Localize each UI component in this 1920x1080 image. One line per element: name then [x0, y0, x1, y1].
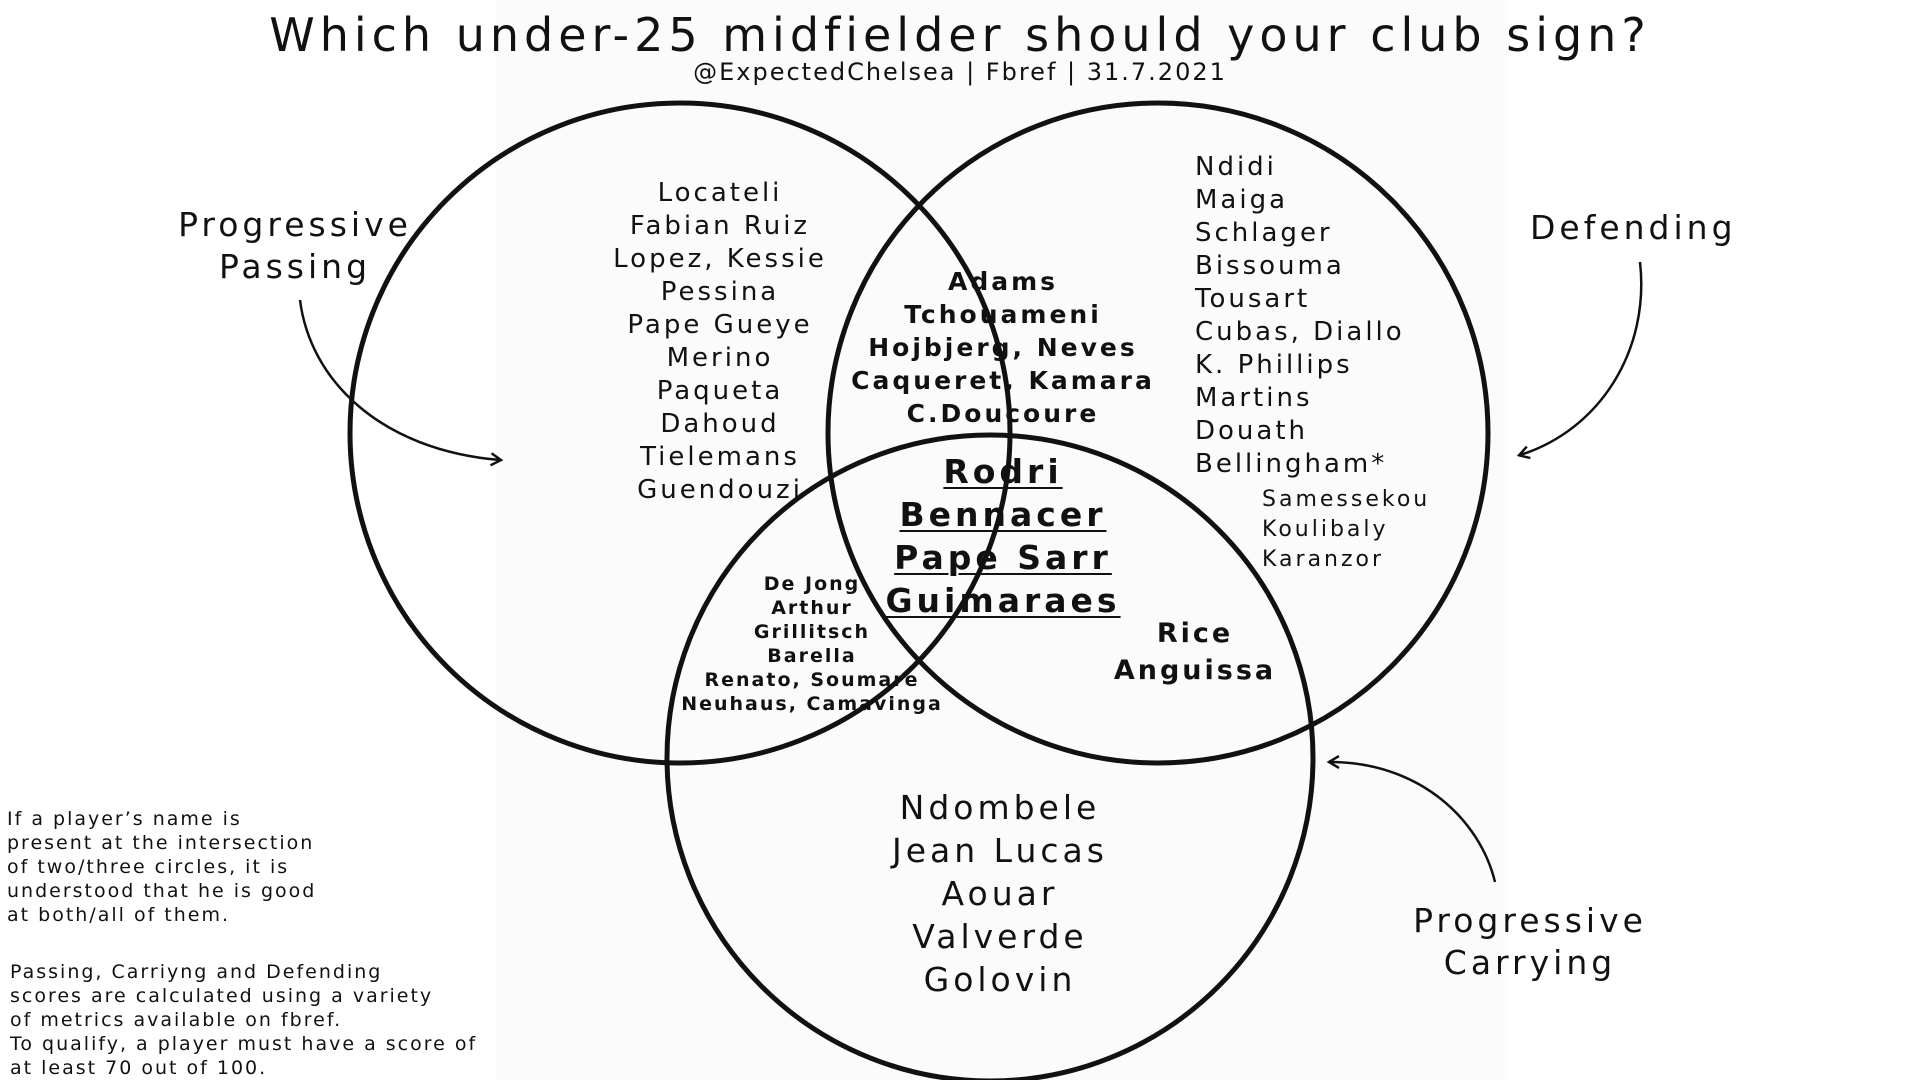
player-name: Tousart	[1195, 284, 1311, 314]
player-name: Samessekou	[1262, 487, 1431, 512]
player-name: Anguissa	[1113, 655, 1277, 686]
player-name: Renato, Soumare	[704, 669, 920, 691]
defending-arrow	[1520, 261, 1643, 455]
player-name: Ndombele	[899, 788, 1101, 827]
note-line: If a player’s name is	[7, 808, 242, 830]
passing-label-line: Passing	[218, 247, 372, 286]
note-line: understood that he is good	[7, 880, 317, 902]
player-name: Rice	[1156, 618, 1234, 649]
player-name: Dahoud	[660, 409, 780, 439]
player-name: C.Doucoure	[906, 399, 1100, 428]
page-subtitle: @ExpectedChelsea | Fbref | 31.7.2021	[693, 58, 1227, 86]
player-name: Koulibaly	[1262, 517, 1389, 542]
all-three-set: Rodri Bennacer Pape Sarr Guimaraes	[868, 450, 1138, 622]
player-name: Neuhaus, Camavinga	[681, 693, 943, 715]
passing-label: Progressive Passing	[170, 204, 420, 288]
player-name: Ndidi	[1195, 152, 1277, 182]
note-line: at least 70 out of 100.	[10, 1057, 268, 1079]
player-name: Merino	[666, 343, 774, 373]
player-name: Rodri	[943, 452, 1063, 491]
player-name: Fabian Ruiz	[629, 211, 811, 241]
player-name: Cubas, Diallo	[1195, 317, 1405, 347]
note-line: of metrics available on fbref.	[10, 1009, 343, 1031]
defending-carrying-set: Rice Anguissa	[1100, 615, 1290, 689]
carrying-label: Progressive Carrying	[1400, 900, 1660, 984]
player-name: Aouar	[941, 874, 1059, 913]
passing-label-line: Progressive	[178, 205, 412, 244]
player-name: Barella	[767, 645, 857, 667]
note-line: at both/all of them.	[7, 904, 231, 926]
player-name: Schlager	[1195, 218, 1333, 248]
player-name: Douath	[1195, 416, 1309, 446]
defending-label: Defending	[1530, 208, 1737, 247]
passing-carrying-set: De Jong Arthur Grillitsch Barella Renato…	[672, 572, 952, 716]
player-name: De Jong	[763, 573, 861, 595]
passing-defending-set: Adams Tchouameni Hojbjerg, Neves Caquere…	[848, 265, 1158, 430]
carrying-circle	[664, 432, 1316, 1080]
defending-only-extra-set: Samessekou Koulibaly Karanzor	[1262, 485, 1430, 575]
passing-only-set: Locateli Fabian Ruiz Lopez, Kessie Pessi…	[580, 177, 860, 507]
defending-circle	[825, 100, 1491, 766]
carrying-only-set: Ndombele Jean Lucas Aouar Valverde Golov…	[850, 786, 1150, 1001]
player-name: Guendouzi	[637, 475, 803, 505]
player-name: Caqueret, Kamara	[851, 366, 1155, 395]
carrying-label-line: Carrying	[1443, 943, 1617, 982]
player-name: Pessina	[660, 277, 780, 307]
player-name: Maiga	[1195, 185, 1289, 215]
carrying-arrow	[1330, 762, 1497, 883]
player-name: Adams	[947, 267, 1059, 296]
scoring-note: Passing, Carriyng and Defending scores a…	[10, 960, 477, 1080]
player-name: Golovin	[923, 960, 1077, 999]
player-name: Karanzor	[1262, 547, 1385, 572]
player-name: Tielemans	[640, 442, 800, 472]
player-name: Guimaraes	[885, 581, 1121, 620]
note-line: present at the intersection	[7, 832, 315, 854]
defending-only-set: Ndidi Maiga Schlager Bissouma Tousart Cu…	[1195, 151, 1405, 481]
note-line: of two/three circles, it is	[7, 856, 290, 878]
note-line: scores are calculated using a variety	[10, 985, 434, 1007]
page-title: Which under-25 midfielder should your cl…	[269, 8, 1651, 62]
note-line: To qualify, a player must have a score o…	[10, 1033, 478, 1055]
player-name: Grillitsch	[753, 621, 871, 643]
diagram-background	[496, 0, 1508, 1080]
carrying-label-line: Progressive	[1413, 901, 1647, 940]
player-name: Bellingham*	[1195, 449, 1388, 479]
player-name: Locateli	[657, 178, 783, 208]
intersection-note: If a player’s name is present at the int…	[7, 807, 316, 927]
player-name: Hojbjerg, Neves	[868, 333, 1138, 362]
player-name: Jean Lucas	[892, 831, 1108, 870]
player-name: Bissouma	[1195, 251, 1345, 281]
player-name: Martins	[1195, 383, 1313, 413]
player-name: Paqueta	[656, 376, 784, 406]
player-name: Valverde	[912, 917, 1088, 956]
player-name: K. Phillips	[1195, 350, 1353, 380]
player-name: Tchouameni	[904, 300, 1102, 329]
player-name: Pape Sarr	[894, 538, 1112, 577]
note-line: Passing, Carriyng and Defending	[10, 961, 383, 983]
passing-circle	[347, 100, 1013, 766]
player-name: Bennacer	[899, 495, 1107, 534]
player-name: Arthur	[771, 597, 853, 619]
passing-arrow	[298, 299, 500, 460]
player-name: Pape Gueye	[627, 310, 813, 340]
player-name: Lopez, Kessie	[613, 244, 827, 274]
